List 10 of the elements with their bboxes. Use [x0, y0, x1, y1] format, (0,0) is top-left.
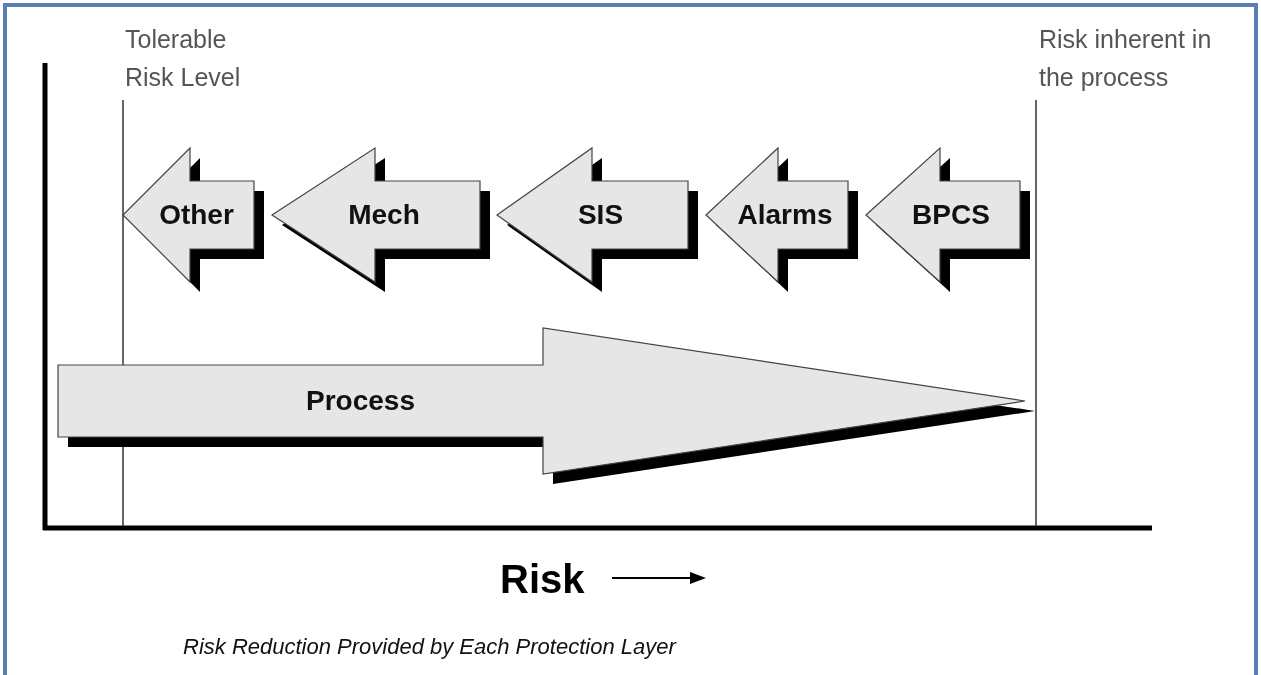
- arrow-label: Other: [159, 199, 234, 231]
- arrow-label: Alarms: [737, 199, 833, 231]
- threshold-label: Tolerable Risk Level: [125, 24, 242, 93]
- caption: Risk Reduction Provided by Each Protection Layer: [183, 633, 676, 661]
- threshold-label: Risk inherent in the process: [1039, 24, 1213, 93]
- arrow-label: BPCS: [912, 199, 990, 231]
- axis-label: Risk: [500, 556, 586, 602]
- arrow-label: SIS: [577, 199, 624, 231]
- arrow-label: Process: [306, 385, 415, 417]
- arrow-label: Mech: [348, 199, 420, 231]
